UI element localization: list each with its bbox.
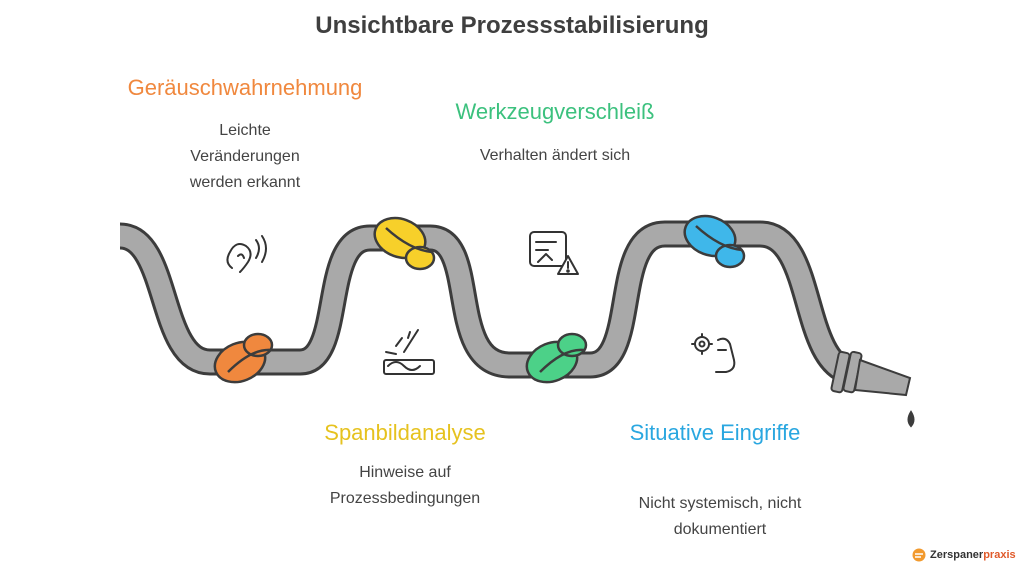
knot-orange (213, 332, 274, 384)
tool-wear-warning-icon (529, 231, 579, 275)
description-situative-eingriffe: Nicht systemisch, nicht dokumentiert (638, 495, 802, 538)
hand-gear-icon (691, 333, 736, 373)
nozzle (830, 350, 915, 428)
hose (117, 220, 855, 386)
brand-logo-icon (912, 548, 926, 562)
heading-spanbildanalyse: Spanbildanalyse (324, 420, 486, 445)
description-geraeuschwahrnehmung: Leichte Veränderungen werden erkannt (189, 122, 301, 191)
knot-green (525, 332, 588, 384)
heading-werkzeugverschleiss: Werkzeugverschleiß (455, 99, 655, 124)
brand-logo: Zerspanerpraxis (912, 545, 1016, 565)
heading-situative-eingriffe: Situative Eingriffe (629, 420, 801, 445)
page-title: Unsichtbare Prozessstabilisierung (315, 12, 709, 39)
knot-blue (683, 214, 746, 269)
description-werkzeugverschleiss: Verhalten ändert sich (479, 147, 631, 164)
brand-logo-text-part1: Zerspaner (930, 549, 984, 561)
ear-sound-icon (226, 235, 267, 273)
knot-yellow (373, 216, 436, 271)
brand-logo-text-part2: praxis (983, 549, 1016, 561)
heading-geraeuschwahrnehmung: Geräuschwahrnehmung (127, 75, 363, 100)
chip-formation-icon (383, 329, 435, 375)
description-spanbildanalyse: Hinweise auf Prozessbedingungen (329, 464, 481, 507)
